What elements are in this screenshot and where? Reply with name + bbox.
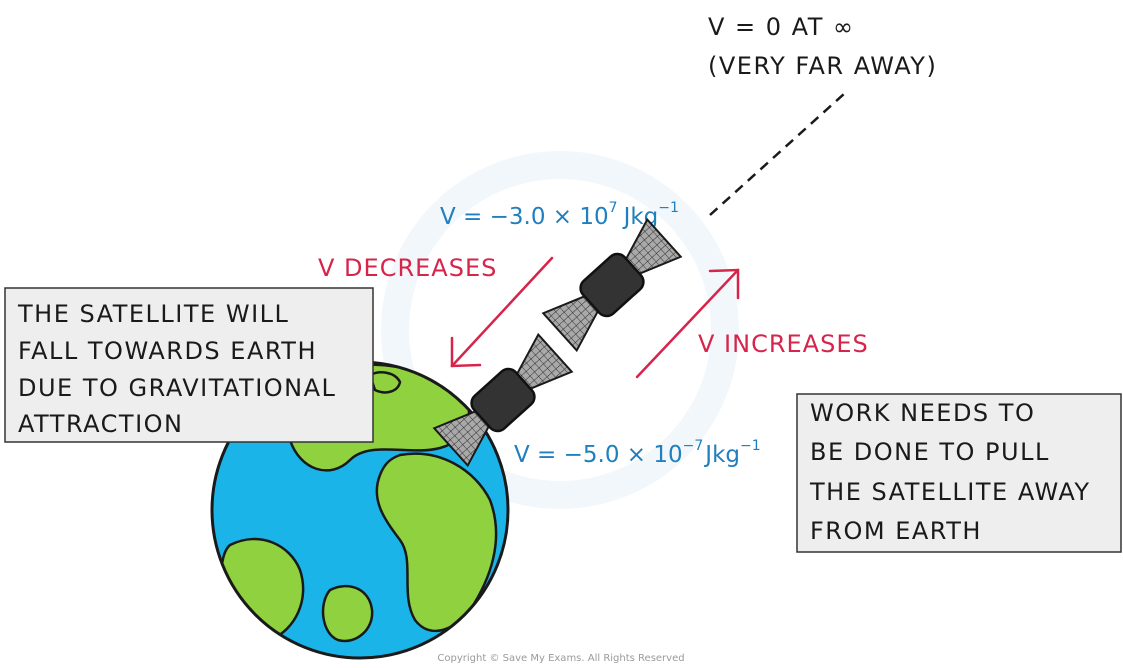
infinity-label: V = 0 AT ∞ (VERY FAR AWAY) <box>708 13 937 80</box>
left-explanation-box: THE SATELLITE WILL FALL TOWARDS EARTH DU… <box>4 287 374 443</box>
copyright-text: Copyright © Save My Exams. All Rights Re… <box>437 653 684 664</box>
v-decreases-arrow <box>450 256 554 368</box>
infinity-label-line-1: V = 0 AT ∞ <box>708 13 855 41</box>
right-box-line-1: WORK NEEDS TO <box>810 399 1035 427</box>
satellite-icon <box>541 217 683 353</box>
right-box-line-2: BE DONE TO PULL <box>810 438 1050 466</box>
v-increases-arrow <box>635 268 740 379</box>
watermark <box>381 151 739 509</box>
satellite-icon <box>432 332 574 468</box>
right-box-line-4: FROM EARTH <box>810 517 982 545</box>
v-increases-label: V INCREASES <box>698 330 869 358</box>
left-box-line-3: DUE TO GRAVITATIONAL <box>18 374 336 402</box>
left-box-line-4: ATTRACTION <box>18 410 184 438</box>
left-box-line-1: THE SATELLITE WILL <box>17 300 289 328</box>
v-decreases-label: V DECREASES <box>318 254 497 282</box>
potential-near-label: V = −5.0 × 10−7Jkg−1 <box>514 438 761 468</box>
infinity-label-line-2: (VERY FAR AWAY) <box>708 52 937 80</box>
right-explanation-box: WORK NEEDS TO BE DONE TO PULL THE SATELL… <box>796 393 1122 553</box>
right-box-line-3: THE SATELLITE AWAY <box>809 478 1091 506</box>
dashed-line-to-infinity <box>709 92 846 216</box>
left-box-line-2: FALL TOWARDS EARTH <box>18 337 317 365</box>
